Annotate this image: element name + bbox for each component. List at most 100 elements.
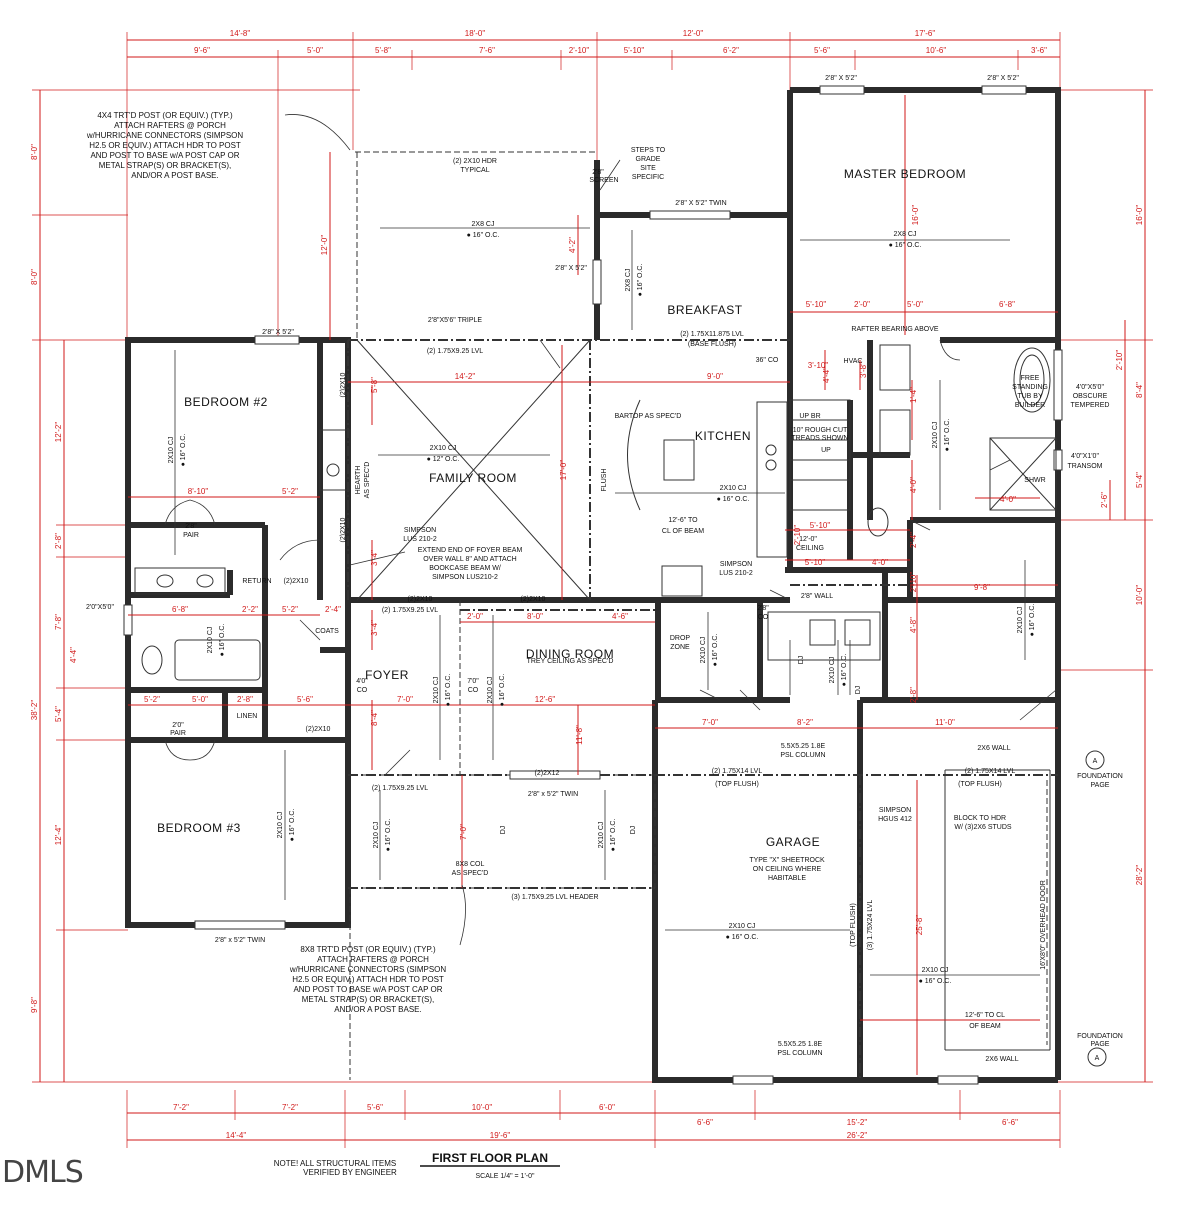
- svg-text:2'8"X5'6" TRIPLE: 2'8"X5'6" TRIPLE: [428, 317, 483, 324]
- svg-text:7'-2": 7'-2": [282, 1103, 298, 1112]
- svg-text:4'-0": 4'-0": [872, 558, 888, 567]
- svg-text:CEILING: CEILING: [796, 545, 824, 552]
- svg-text:2'0"X5'0": 2'0"X5'0": [86, 604, 114, 611]
- svg-text:2'-8": 2'-8": [237, 695, 253, 704]
- svg-text:5'-4": 5'-4": [54, 706, 63, 722]
- toilet-icon-2: [867, 507, 889, 537]
- sink-icon: [879, 344, 911, 391]
- svg-text:(2)2X10: (2)2X10: [340, 372, 347, 397]
- svg-text:PAGE: PAGE: [1091, 782, 1110, 789]
- svg-text:PAIR: PAIR: [170, 730, 186, 737]
- svg-text:DJ: DJ: [798, 656, 805, 665]
- svg-text:● 16" O.C.: ● 16" O.C.: [1029, 604, 1036, 637]
- svg-text:(2) 1.75X9.25 LVL: (2) 1.75X9.25 LVL: [382, 607, 438, 614]
- svg-text:2X10 CJ: 2X10 CJ: [168, 437, 175, 464]
- svg-text:2'-10": 2'-10": [793, 525, 802, 546]
- svg-text:PAGE: PAGE: [1091, 1041, 1110, 1048]
- dim-top-1: 14'-8": [230, 29, 251, 38]
- svg-text:16'-0": 16'-0": [1135, 205, 1144, 226]
- laundry-icon: [767, 611, 881, 661]
- svg-text:ON CEILING WHERE: ON CEILING WHERE: [753, 866, 822, 873]
- joist-arrows: [174, 227, 1040, 976]
- svg-text:5'-6": 5'-6": [814, 46, 830, 55]
- svg-text:(TOP FLUSH): (TOP FLUSH): [958, 781, 1002, 788]
- svg-text:A: A: [1095, 1055, 1100, 1062]
- svg-text:GRADE: GRADE: [636, 156, 661, 163]
- svg-text:2'8" X 5'2": 2'8" X 5'2": [262, 329, 294, 336]
- svg-text:5'-6": 5'-6": [297, 695, 313, 704]
- svg-text:8'-10": 8'-10": [188, 487, 209, 496]
- svg-text:● 16" O.C.: ● 16" O.C.: [841, 654, 848, 687]
- foundation-marker-icon-2: [1087, 1047, 1107, 1067]
- svg-text:2X10 CJ: 2X10 CJ: [729, 923, 756, 930]
- svg-text:PSL COLUMN: PSL COLUMN: [777, 1050, 822, 1057]
- svg-text:11'-0": 11'-0": [935, 718, 955, 727]
- svg-text:2'-8": 2'-8": [54, 533, 63, 549]
- svg-text:2'8" WALL: 2'8" WALL: [801, 593, 833, 600]
- svg-text:METAL STRAP(S) OR BRACKET(S),: METAL STRAP(S) OR BRACKET(S),: [99, 161, 231, 170]
- svg-text:SIMPSON LUS210-2: SIMPSON LUS210-2: [432, 574, 498, 581]
- title-block: NOTE! ALL STRUCTURAL ITEMS VERIFIED BY E…: [274, 1151, 560, 1180]
- svg-text:ZONE: ZONE: [670, 644, 690, 651]
- svg-text:● 16" O.C.: ● 16" O.C.: [467, 232, 500, 239]
- porch-framing: [347, 151, 1058, 1080]
- svg-text:8'-0": 8'-0": [30, 144, 39, 160]
- dim-top-4: 17'-6": [915, 29, 936, 38]
- svg-text:H2.5 OR EQUIV.) ATTACH HDR TO: H2.5 OR EQUIV.) ATTACH HDR TO POST: [292, 975, 444, 984]
- svg-text:● 16" O.C.: ● 16" O.C.: [726, 934, 759, 941]
- plan-scale: SCALE 1/4" = 1'-0": [475, 1173, 535, 1180]
- svg-text:4'-8": 4'-8": [909, 617, 918, 633]
- svg-text:RETURN: RETURN: [242, 578, 271, 585]
- svg-text:19'-6": 19'-6": [490, 1131, 511, 1140]
- svg-text:2'8" X 5'2" TWIN: 2'8" X 5'2" TWIN: [675, 200, 726, 207]
- svg-text:DJ: DJ: [855, 686, 862, 695]
- svg-text:4'-6": 4'-6": [612, 612, 628, 621]
- svg-text:FOUNDATION: FOUNDATION: [1077, 1033, 1123, 1040]
- svg-text:5'-2": 5'-2": [282, 487, 298, 496]
- svg-text:9'-8": 9'-8": [30, 997, 39, 1013]
- svg-text:FOUNDATION: FOUNDATION: [1077, 773, 1123, 780]
- svg-text:w/HURRICANE CONNECTORS (SIMPSO: w/HURRICANE CONNECTORS (SIMPSON: [289, 965, 447, 974]
- svg-text:10'-6": 10'-6": [926, 46, 947, 55]
- svg-text:(2)2X10: (2)2X10: [284, 578, 309, 585]
- svg-text:(2) 2X10 HDR: (2) 2X10 HDR: [453, 158, 497, 165]
- svg-text:LUS 210-2: LUS 210-2: [403, 536, 437, 543]
- svg-text:OBSCURE: OBSCURE: [1073, 393, 1108, 400]
- svg-text:(2)2X10: (2)2X10: [340, 517, 347, 542]
- svg-text:AND/OR A POST BASE.: AND/OR A POST BASE.: [131, 171, 218, 180]
- svg-text:EXTEND END OF FOYER BEAM: EXTEND END OF FOYER BEAM: [418, 547, 523, 554]
- svg-text:(2) 1.75X9.25 LVL: (2) 1.75X9.25 LVL: [372, 785, 428, 792]
- svg-text:DJ: DJ: [500, 826, 507, 835]
- svg-text:2'-2": 2'-2": [242, 605, 258, 614]
- foundation-marker-icon: [1085, 750, 1105, 770]
- svg-text:LINEN: LINEN: [237, 713, 258, 720]
- svg-text:(2)2X12: (2)2X12: [535, 770, 560, 777]
- svg-text:8'-0": 8'-0": [30, 269, 39, 285]
- top-dimension-text: 14'-8" 18'-0" 12'-0" 17'-6" 9'-6" 5'-0" …: [194, 29, 1047, 55]
- svg-text:2X8 CJ: 2X8 CJ: [625, 269, 632, 292]
- svg-text:(2)2X10: (2)2X10: [521, 596, 546, 603]
- svg-text:4'-0": 4'-0": [909, 477, 918, 493]
- svg-text:12'-6": 12'-6": [535, 695, 556, 704]
- svg-text:9'-0": 9'-0": [707, 372, 723, 381]
- svg-text:2X10 CJ: 2X10 CJ: [829, 657, 836, 684]
- svg-text:(2) 1.75X14 LVL: (2) 1.75X14 LVL: [712, 768, 763, 775]
- svg-text:6'-6": 6'-6": [697, 1118, 713, 1127]
- svg-text:6'-6": 6'-6": [1002, 1118, 1018, 1127]
- svg-text:7'-6": 7'-6": [479, 46, 495, 55]
- svg-text:● 16" O.C.: ● 16" O.C.: [712, 634, 719, 667]
- svg-text:15'-2": 15'-2": [847, 1118, 868, 1127]
- svg-text:(BASE FLUSH): (BASE FLUSH): [688, 341, 736, 348]
- svg-text:TRANSOM: TRANSOM: [1068, 463, 1103, 470]
- bottom-dimension-text: 7'-2" 7'-2" 5'-6" 10'-0" 6'-0" 6'-6" 15'…: [173, 1103, 1018, 1140]
- svg-text:HEARTH: HEARTH: [355, 466, 362, 495]
- svg-text:8X8 COL: 8X8 COL: [456, 861, 485, 868]
- svg-text:6'-8": 6'-8": [999, 300, 1015, 309]
- svg-text:2X8 CJ: 2X8 CJ: [472, 221, 495, 228]
- svg-text:5'-8": 5'-8": [375, 46, 391, 55]
- svg-text:10'-0": 10'-0": [1135, 585, 1144, 606]
- svg-text:5.5X5.25 1.8E: 5.5X5.25 1.8E: [778, 1041, 823, 1048]
- svg-text:(2) 1.75X9.25 LVL: (2) 1.75X9.25 LVL: [427, 348, 483, 355]
- svg-text:2'8" X 5'2": 2'8" X 5'2": [825, 75, 857, 82]
- svg-text:FREE: FREE: [1021, 375, 1040, 382]
